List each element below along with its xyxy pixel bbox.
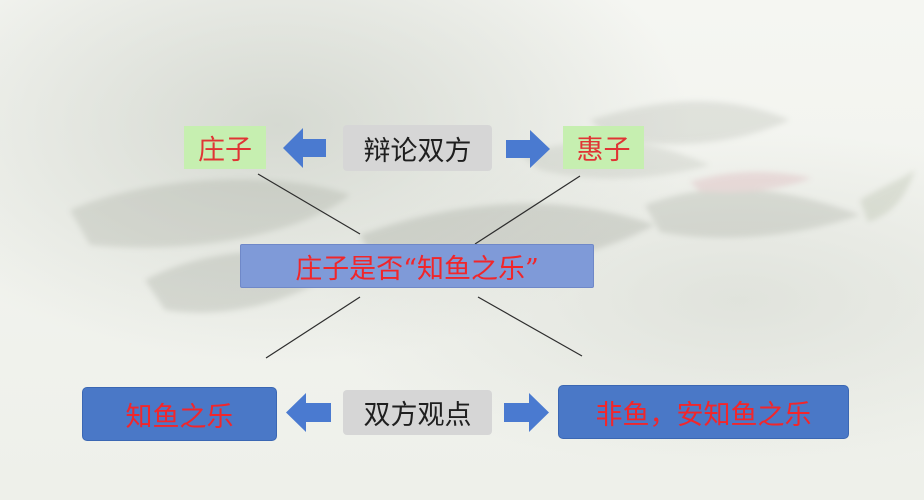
huizi-view-label: 非鱼，安知鱼之乐 xyxy=(595,399,812,431)
left-arrow-icon xyxy=(283,128,326,168)
zhuangzi-view-box: 知鱼之乐 xyxy=(82,387,277,441)
central-topic-box: 庄子是否“知鱼之乐” xyxy=(240,244,594,288)
right-arrow-icon xyxy=(506,130,550,168)
bottom-right-arrow-icon xyxy=(504,393,549,432)
zhuangzi-label: 庄子 xyxy=(198,135,252,166)
debate-parties-label: 辩论双方 xyxy=(363,135,472,167)
viewpoints-label: 双方观点 xyxy=(363,400,472,431)
debate-parties-box: 辩论双方 xyxy=(343,125,492,171)
viewpoints-box: 双方观点 xyxy=(343,390,492,435)
zhuangzi-box: 庄子 xyxy=(184,126,266,169)
zhuangzi-view-label: 知鱼之乐 xyxy=(125,401,234,433)
huizi-box: 惠子 xyxy=(563,126,644,169)
bottom-left-arrow-icon xyxy=(286,393,331,432)
huizi-label: 惠子 xyxy=(576,135,631,166)
huizi-view-box: 非鱼，安知鱼之乐 xyxy=(558,385,849,439)
central-topic-label: 庄子是否“知鱼之乐” xyxy=(295,253,539,285)
